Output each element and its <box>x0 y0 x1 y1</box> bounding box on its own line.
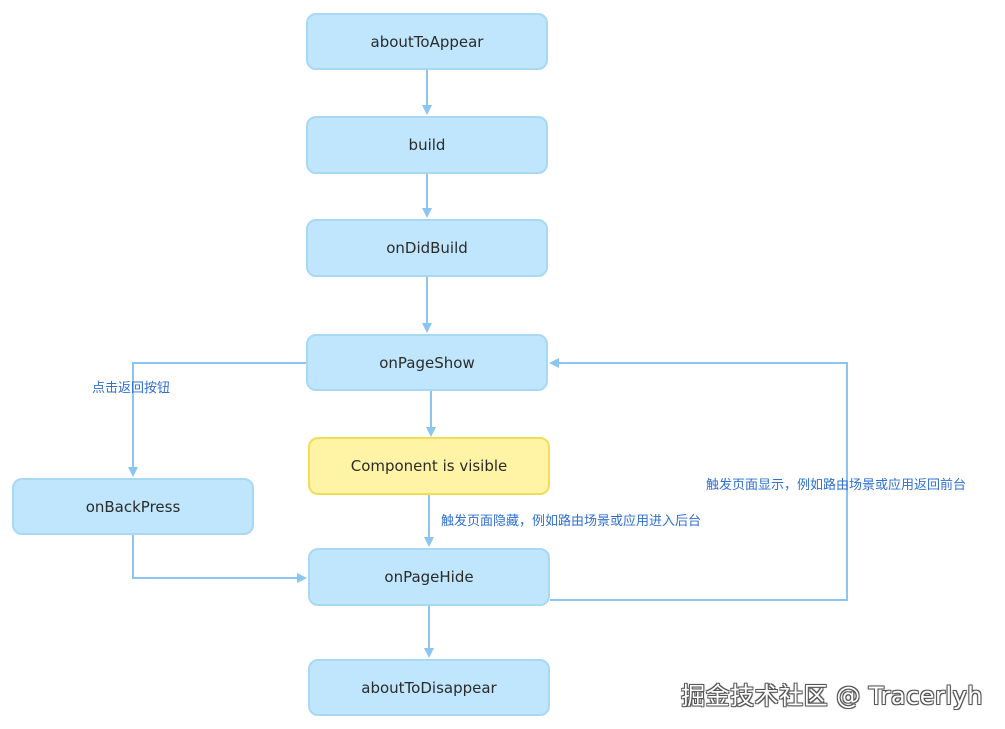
label-page-shown: 触发页面显示，例如路由场景或应用返回前台 <box>706 478 967 493</box>
node-on-page-show: onPageShow <box>306 334 548 391</box>
edge-pagehide-to-pageshow <box>549 358 848 601</box>
edge-pageshow-to-backpress <box>128 362 306 477</box>
node-on-page-hide: onPageHide <box>308 548 550 606</box>
node-about-to-appear: aboutToAppear <box>306 13 548 70</box>
node-about-to-disappear: aboutToDisappear <box>308 659 550 716</box>
label-page-hidden: 触发页面隐藏，例如路由场景或应用进入后台 <box>441 514 702 529</box>
node-on-did-build: onDidBuild <box>306 219 548 277</box>
label-back-button: 点击返回按钮 <box>92 381 171 396</box>
node-on-back-press: onBackPress <box>12 478 254 535</box>
edge-backpress-to-pagehide <box>132 535 307 583</box>
watermark: 掘金技术社区 @ Tracerlyh <box>681 682 983 710</box>
node-build: build <box>306 116 548 174</box>
node-component-visible: Component is visible <box>308 437 550 495</box>
